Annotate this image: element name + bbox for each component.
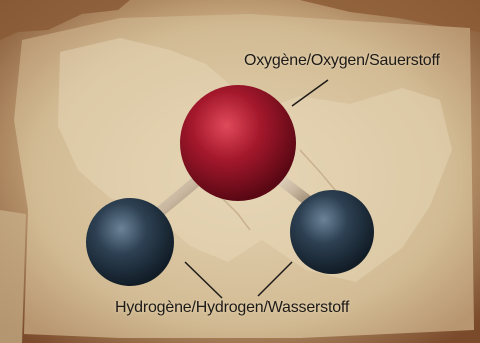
hydrogen-leader-line-left <box>184 261 223 299</box>
hydrogen-atom-left <box>86 198 174 286</box>
oxygen-leader-line <box>291 79 329 107</box>
torn-paper-top-right <box>300 0 480 32</box>
torn-paper-top-left <box>0 0 130 40</box>
hydrogen-atom-right <box>290 190 374 274</box>
oxygen-label: Oxygène/Oxygen/Sauerstoff <box>244 52 440 69</box>
parchment-corner-bottom-left <box>0 210 26 343</box>
hydrogen-label: Hydrogène/Hydrogen/Wasserstoff <box>115 299 350 316</box>
oxygen-atom <box>180 85 296 201</box>
hydrogen-leader-line-right <box>257 261 293 297</box>
